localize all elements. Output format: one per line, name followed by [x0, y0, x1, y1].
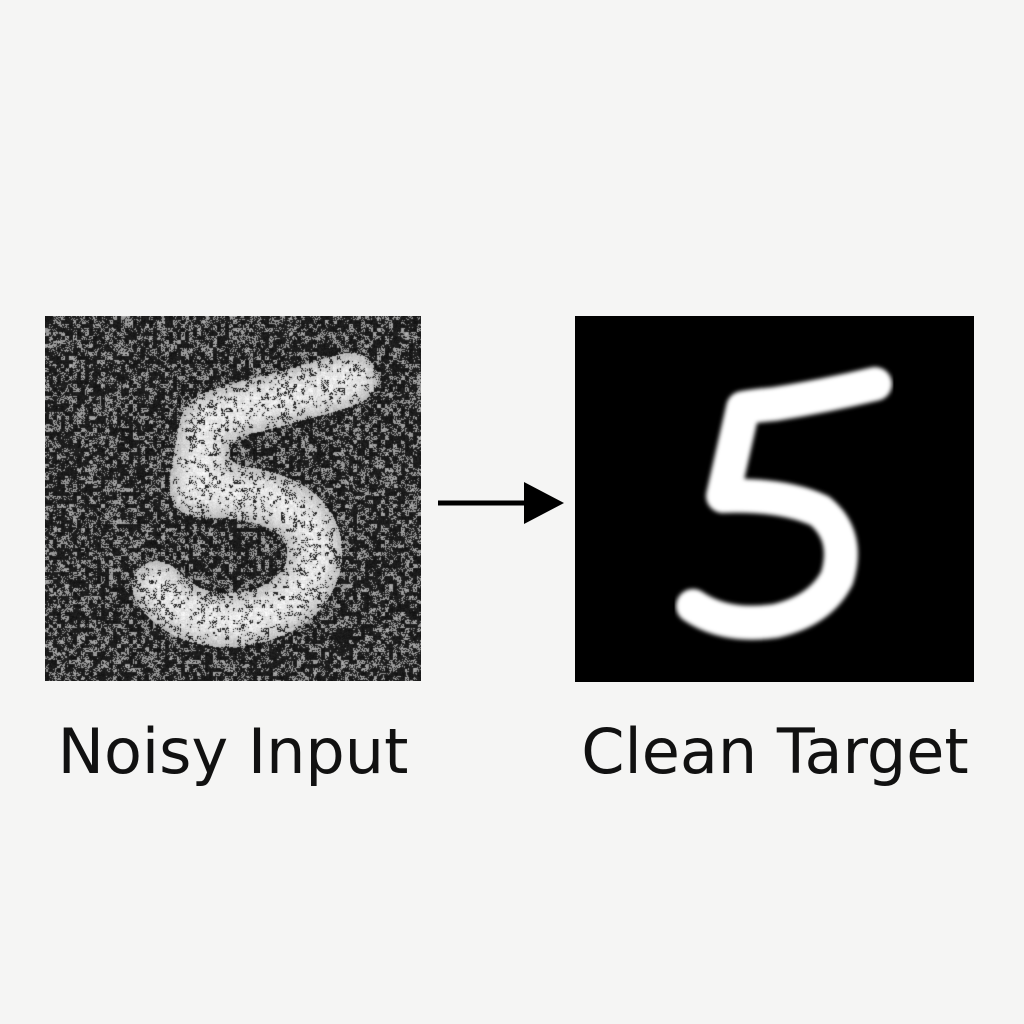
- noisy-digit-five: [45, 316, 421, 681]
- noisy-input-image: [45, 316, 421, 681]
- noisy-input-caption: Noisy Input: [57, 715, 409, 788]
- digit-stroke: [676, 367, 892, 640]
- clean-digit-five: [676, 367, 892, 640]
- clean-target-image: [575, 316, 974, 682]
- right-arrow-icon: [438, 482, 564, 524]
- clean-target-caption: Clean Target: [581, 715, 969, 788]
- arrow-head: [524, 482, 564, 524]
